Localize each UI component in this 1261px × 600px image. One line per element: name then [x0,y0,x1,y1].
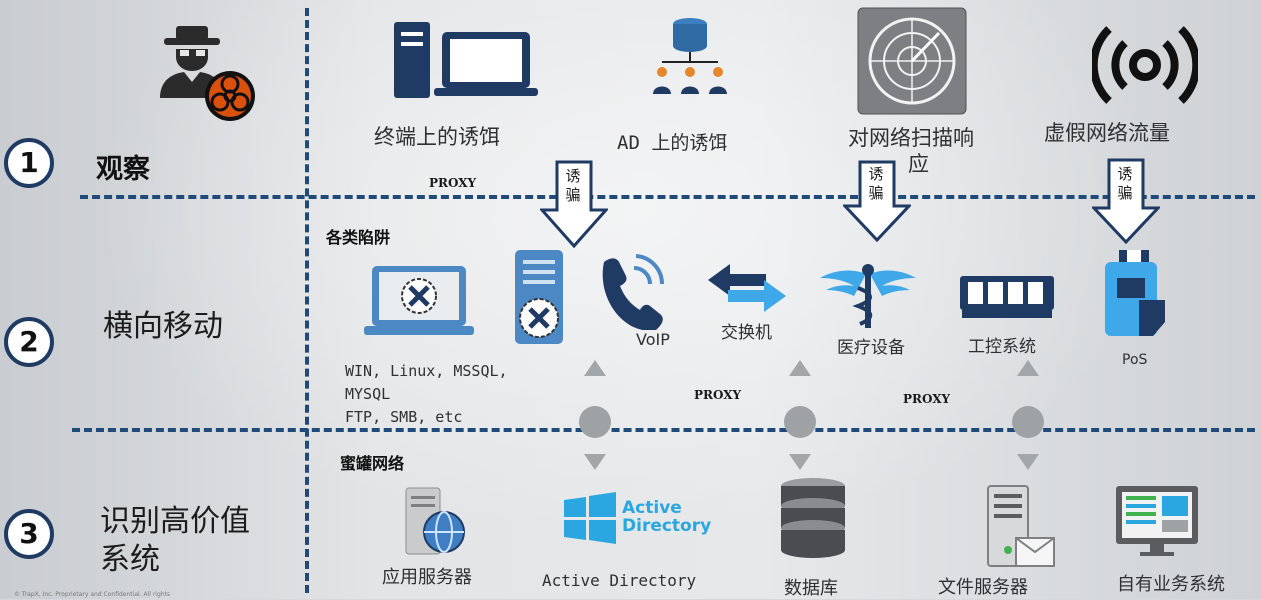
lure-arrow-3 [1092,158,1160,244]
trap-switch-label: 交换机 [721,323,772,343]
honeynet-ad-label: Active Directory [542,571,697,590]
observe-traffic-label: 虚假网络流量 [1044,121,1170,145]
lure-arrow-1 [540,160,608,248]
trap-pos-label: PoS [1122,352,1148,368]
voip-phone-icon [602,254,665,330]
ics-memory-module-icon [960,276,1054,318]
biohazard-icon [205,71,255,121]
ad-logo-text-line2: Directory [622,516,712,536]
honeynet-database-label: 数据库 [784,578,838,599]
file-server-mail-icon [987,485,1055,567]
endpoint-computer-icon [394,22,538,98]
row-number-3: 3 [4,509,54,559]
trap-server-icon [515,250,563,344]
ad-database-users-icon [653,18,727,94]
row-label-lateral: 横向移动 [103,309,223,344]
business-system-monitor-icon [1116,486,1198,556]
honeynet-business-system-label: 自有业务系统 [1117,574,1225,595]
switch-arrows-icon [708,264,786,312]
row-label-identify-line2: 系统 [100,542,160,577]
row-label-identify-line1: 识别高价值 [100,504,250,539]
broadcast-signal-icon [1092,26,1198,104]
divider-row2 [72,428,1255,432]
observe-ad-label: AD 上的诱饵 [617,132,728,154]
trap-medical-label: 医疗设备 [837,338,905,358]
row-number-1: 1 [4,138,54,188]
database-cylinder-icon [781,478,845,558]
trap-voip-label: VoIP [636,330,670,349]
observe-scan-label-line1: 对网络扫描响 [848,126,974,150]
connector-2 [784,360,816,470]
row-label-observe: 观察 [96,154,150,185]
connector-1 [579,360,611,470]
trap-protocols-line3: FTP, SMB, etc [345,408,463,426]
app-server-globe-icon [405,487,465,555]
honeynet-heading: 蜜罐网络 [340,454,405,473]
windows-logo-icon [564,492,616,544]
lure-label-3: 诱骗 [1117,165,1133,202]
lure-arrow-2 [843,160,911,242]
proxy-label-1: PROXY [429,176,477,190]
trap-laptop-icon [364,266,474,335]
trap-protocols-line1: WIN, Linux, MSSQL, [345,362,508,380]
medical-caduceus-icon [820,264,916,328]
radar-scan-icon [857,7,967,115]
observe-endpoint-label: 终端上的诱饵 [374,125,500,149]
observe-scan-label-line2: 应 [908,152,929,176]
lure-label-1: 诱骗 [565,167,581,204]
trap-ics-label: 工控系统 [968,337,1036,357]
honeynet-file-server-label: 文件服务器 [938,577,1028,598]
divider-row1 [80,195,1255,199]
divider-vertical [305,8,309,593]
ad-logo-text-line1: Active [622,498,682,518]
honeynet-app-server-label: 应用服务器 [382,567,472,588]
row-number-2: 2 [4,317,54,367]
proxy-label-2: PROXY [694,388,742,402]
footer-copyright: © TrapX, Inc. Proprietary and Confidenti… [14,591,171,598]
connector-3 [1012,360,1044,470]
trap-protocols-line2: MYSQL [345,385,391,403]
proxy-label-3: PROXY [903,392,951,406]
pos-terminal-icon [1105,250,1165,336]
traps-heading: 各类陷阱 [326,228,391,247]
lure-label-2: 诱骗 [868,165,884,202]
